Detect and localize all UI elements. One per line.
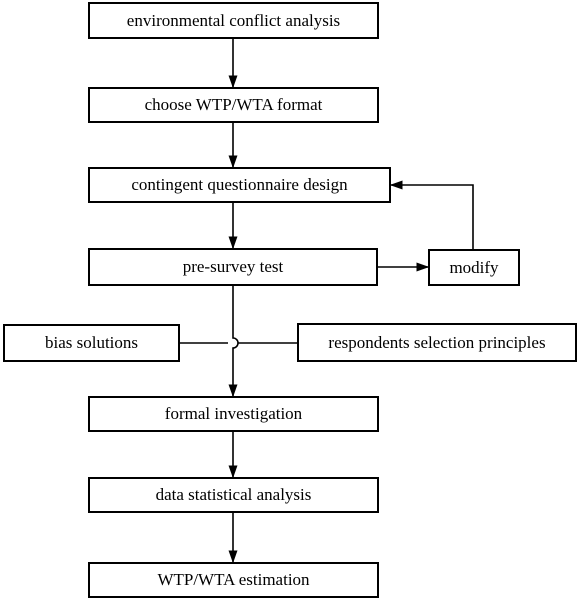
box-formal-investigation: formal investigation (88, 396, 379, 432)
box-wtp-wta-estimation: WTP/WTA estimation (88, 562, 379, 598)
box-environmental-conflict-analysis: environmental conflict analysis (88, 2, 379, 39)
arrow-pretest-to-formal (228, 286, 239, 398)
box-respondents-selection: respondents selection principles (297, 323, 577, 362)
box-bias-solutions: bias solutions (3, 324, 180, 362)
arrow-modify-to-design (389, 180, 474, 249)
box-data-statistical-analysis: data statistical analysis (88, 477, 379, 513)
box-questionnaire-design: contingent questionnaire design (88, 167, 391, 203)
box-modify: modify (428, 249, 520, 286)
box-pre-survey-test: pre-survey test (88, 248, 378, 286)
box-choose-format: choose WTP/WTA format (88, 87, 379, 123)
